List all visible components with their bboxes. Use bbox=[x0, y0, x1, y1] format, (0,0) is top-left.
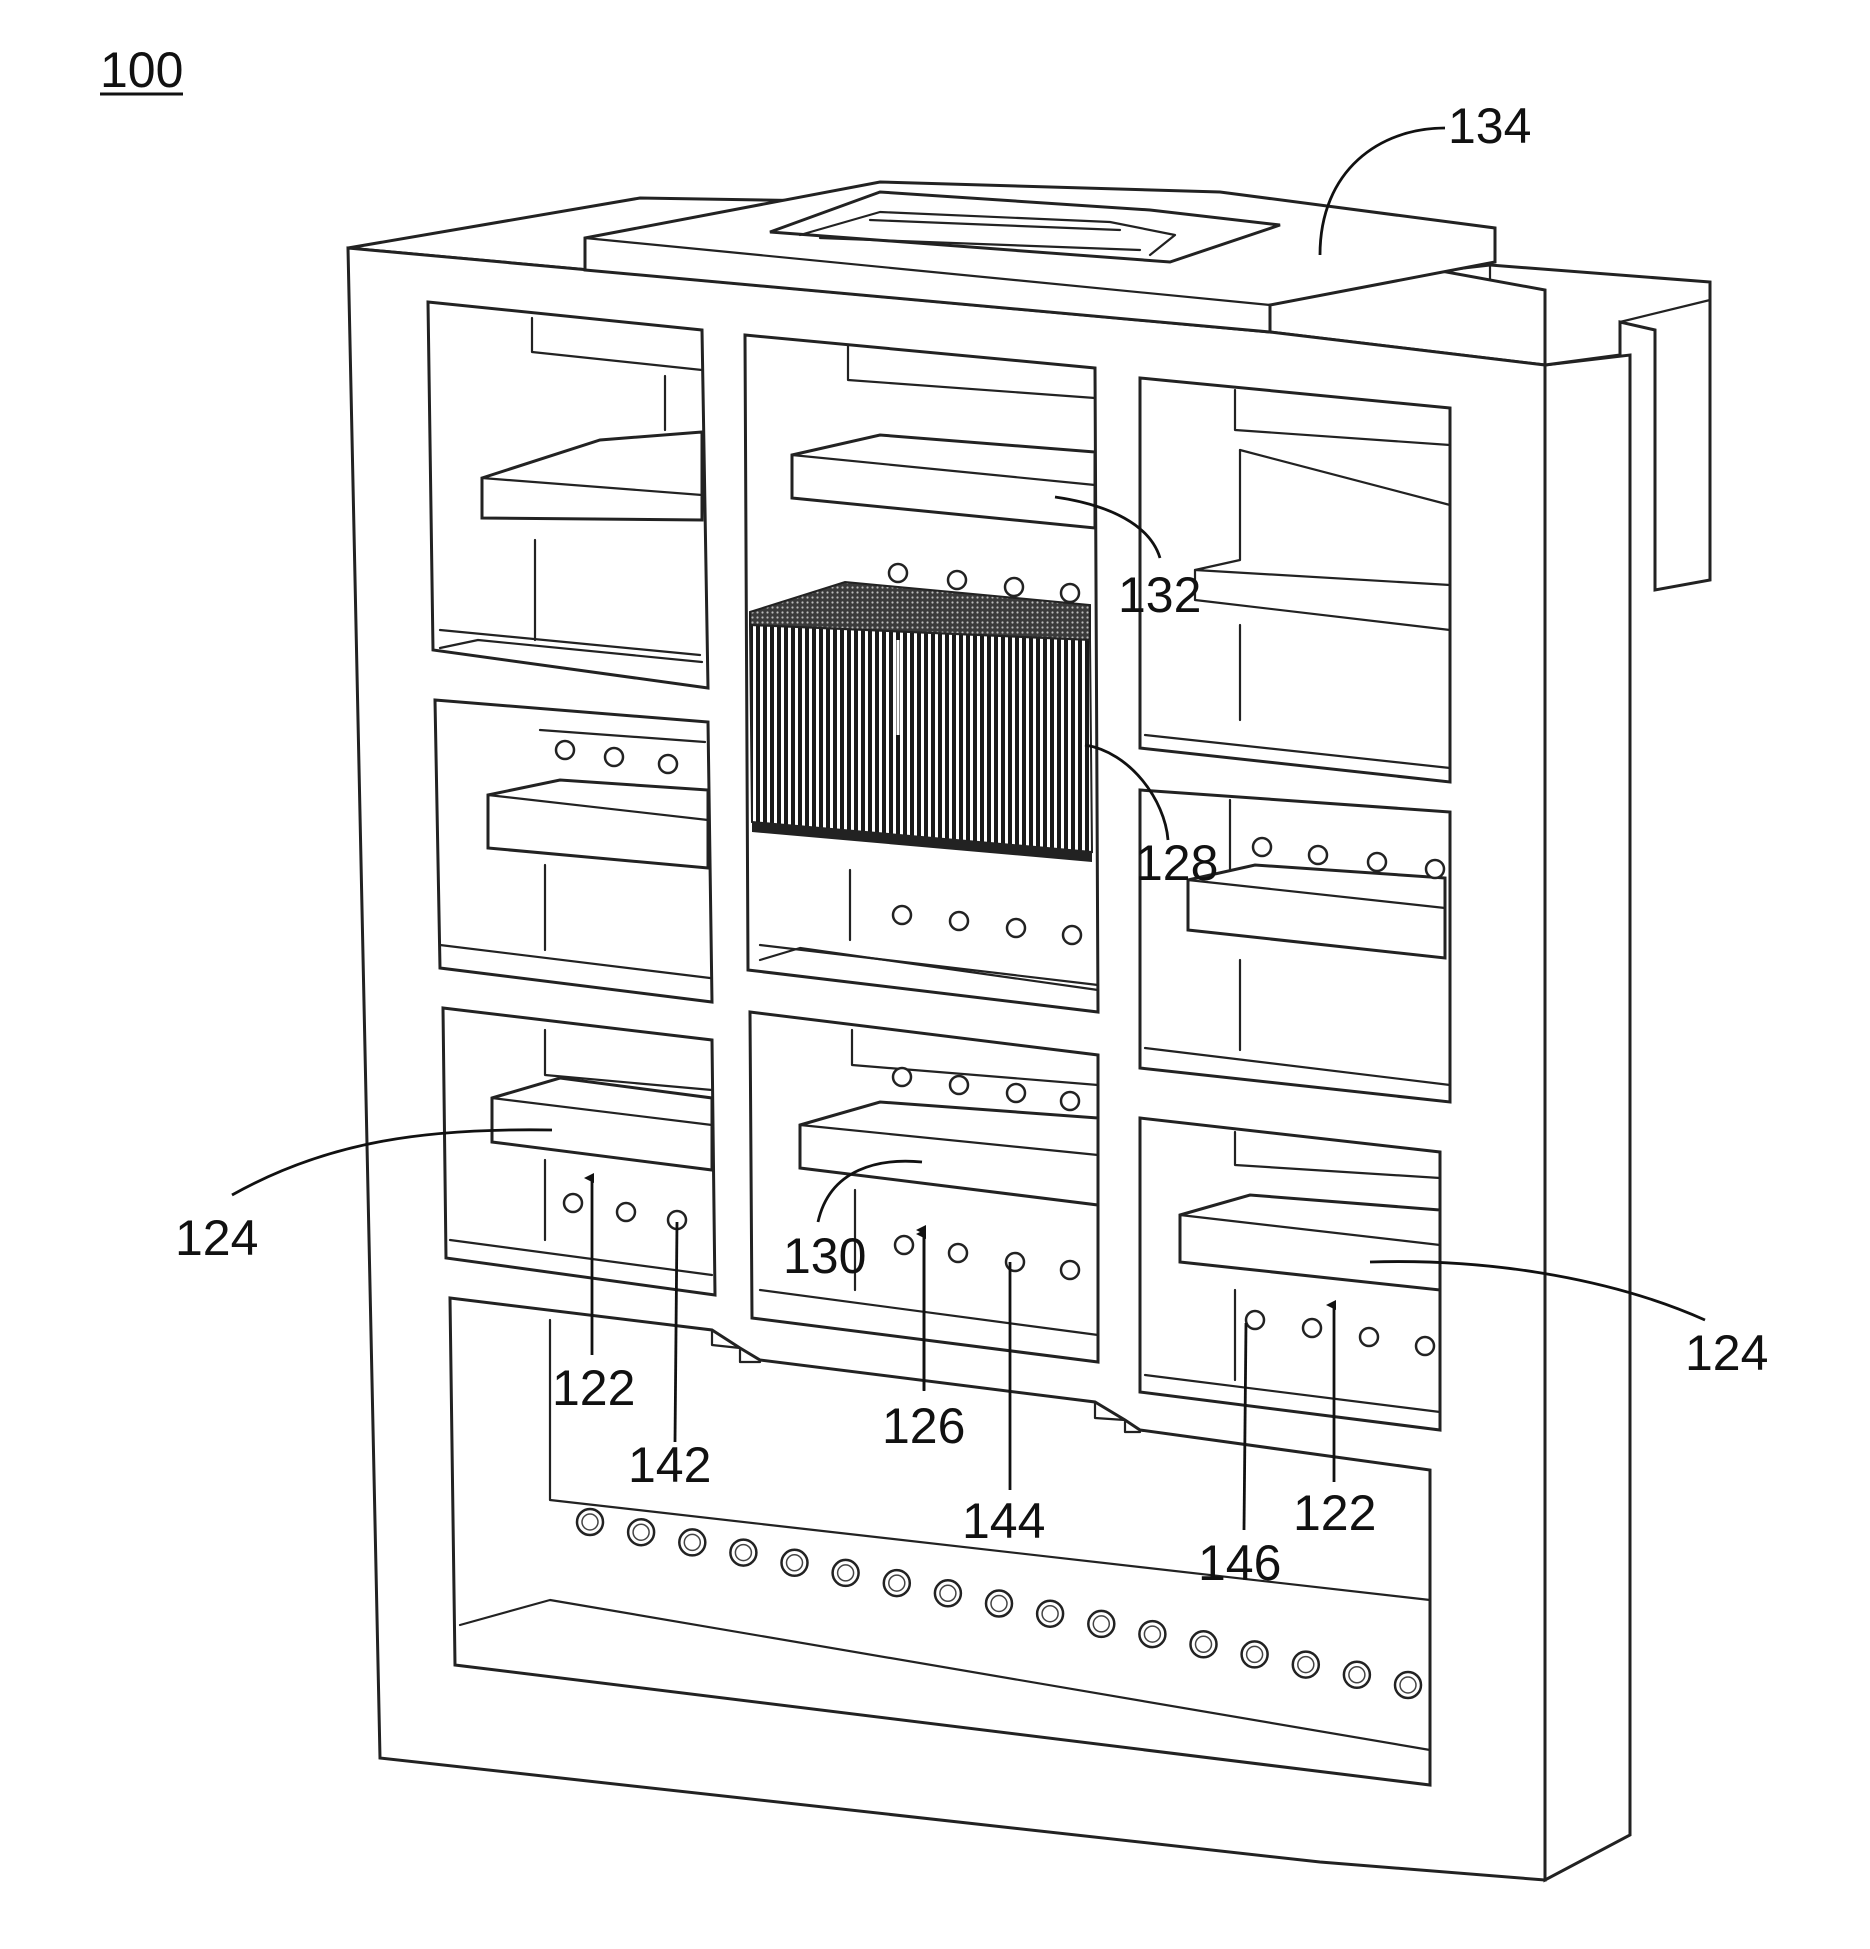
hole bbox=[895, 1236, 913, 1254]
hole bbox=[1005, 578, 1023, 596]
hole bbox=[948, 571, 966, 589]
label-142: 142 bbox=[628, 1437, 711, 1493]
connector-hole bbox=[1293, 1652, 1319, 1678]
hole bbox=[1360, 1328, 1378, 1346]
connector-hole bbox=[1344, 1662, 1370, 1688]
connector-hole bbox=[782, 1550, 808, 1576]
hole bbox=[950, 912, 968, 930]
hole bbox=[1253, 838, 1271, 856]
heat-sink bbox=[750, 582, 1092, 862]
label-132: 132 bbox=[1118, 567, 1201, 623]
hole bbox=[659, 755, 677, 773]
label-144: 144 bbox=[962, 1493, 1045, 1549]
label-146: 146 bbox=[1198, 1535, 1281, 1591]
hole bbox=[564, 1194, 582, 1212]
connector-hole bbox=[679, 1529, 705, 1555]
connector-hole bbox=[833, 1560, 859, 1586]
label-130: 130 bbox=[783, 1228, 866, 1284]
hole bbox=[1426, 860, 1444, 878]
connector-hole bbox=[935, 1580, 961, 1606]
hole bbox=[893, 906, 911, 924]
connector-hole bbox=[1191, 1631, 1217, 1657]
label-124-right: 124 bbox=[1685, 1325, 1768, 1381]
bay-low-right bbox=[1140, 1118, 1440, 1430]
hole bbox=[1309, 846, 1327, 864]
label-128: 128 bbox=[1135, 835, 1218, 891]
hole bbox=[1007, 1084, 1025, 1102]
hole bbox=[1007, 919, 1025, 937]
connector-hole bbox=[986, 1591, 1012, 1617]
connector-hole bbox=[884, 1570, 910, 1596]
hole bbox=[1246, 1311, 1264, 1329]
bay-top-left bbox=[428, 302, 708, 688]
label-124-left: 124 bbox=[175, 1210, 258, 1266]
connector-hole bbox=[628, 1519, 654, 1545]
hole bbox=[949, 1244, 967, 1262]
connector-hole bbox=[577, 1509, 603, 1535]
hole bbox=[950, 1076, 968, 1094]
hole bbox=[617, 1203, 635, 1221]
hole bbox=[1061, 1261, 1079, 1279]
connector-hole bbox=[1037, 1601, 1063, 1627]
connector-hole bbox=[1088, 1611, 1114, 1637]
bay-low-left bbox=[443, 1008, 715, 1295]
connector-hole bbox=[1395, 1672, 1421, 1698]
label-134: 134 bbox=[1448, 98, 1531, 154]
hole bbox=[1303, 1319, 1321, 1337]
hole bbox=[556, 741, 574, 759]
hole bbox=[1061, 1092, 1079, 1110]
hole bbox=[893, 1068, 911, 1086]
hole bbox=[1063, 926, 1081, 944]
hole bbox=[1368, 853, 1386, 871]
connector-hole bbox=[1242, 1641, 1268, 1667]
connector-hole bbox=[730, 1540, 756, 1566]
label-122-left: 122 bbox=[552, 1360, 635, 1416]
hole bbox=[889, 564, 907, 582]
hole bbox=[1416, 1337, 1434, 1355]
label-126: 126 bbox=[882, 1398, 965, 1454]
hole bbox=[1061, 584, 1079, 602]
label-122-right: 122 bbox=[1293, 1485, 1376, 1541]
hole bbox=[605, 748, 623, 766]
connector-hole bbox=[1139, 1621, 1165, 1647]
figure-number: 100 bbox=[100, 42, 183, 98]
